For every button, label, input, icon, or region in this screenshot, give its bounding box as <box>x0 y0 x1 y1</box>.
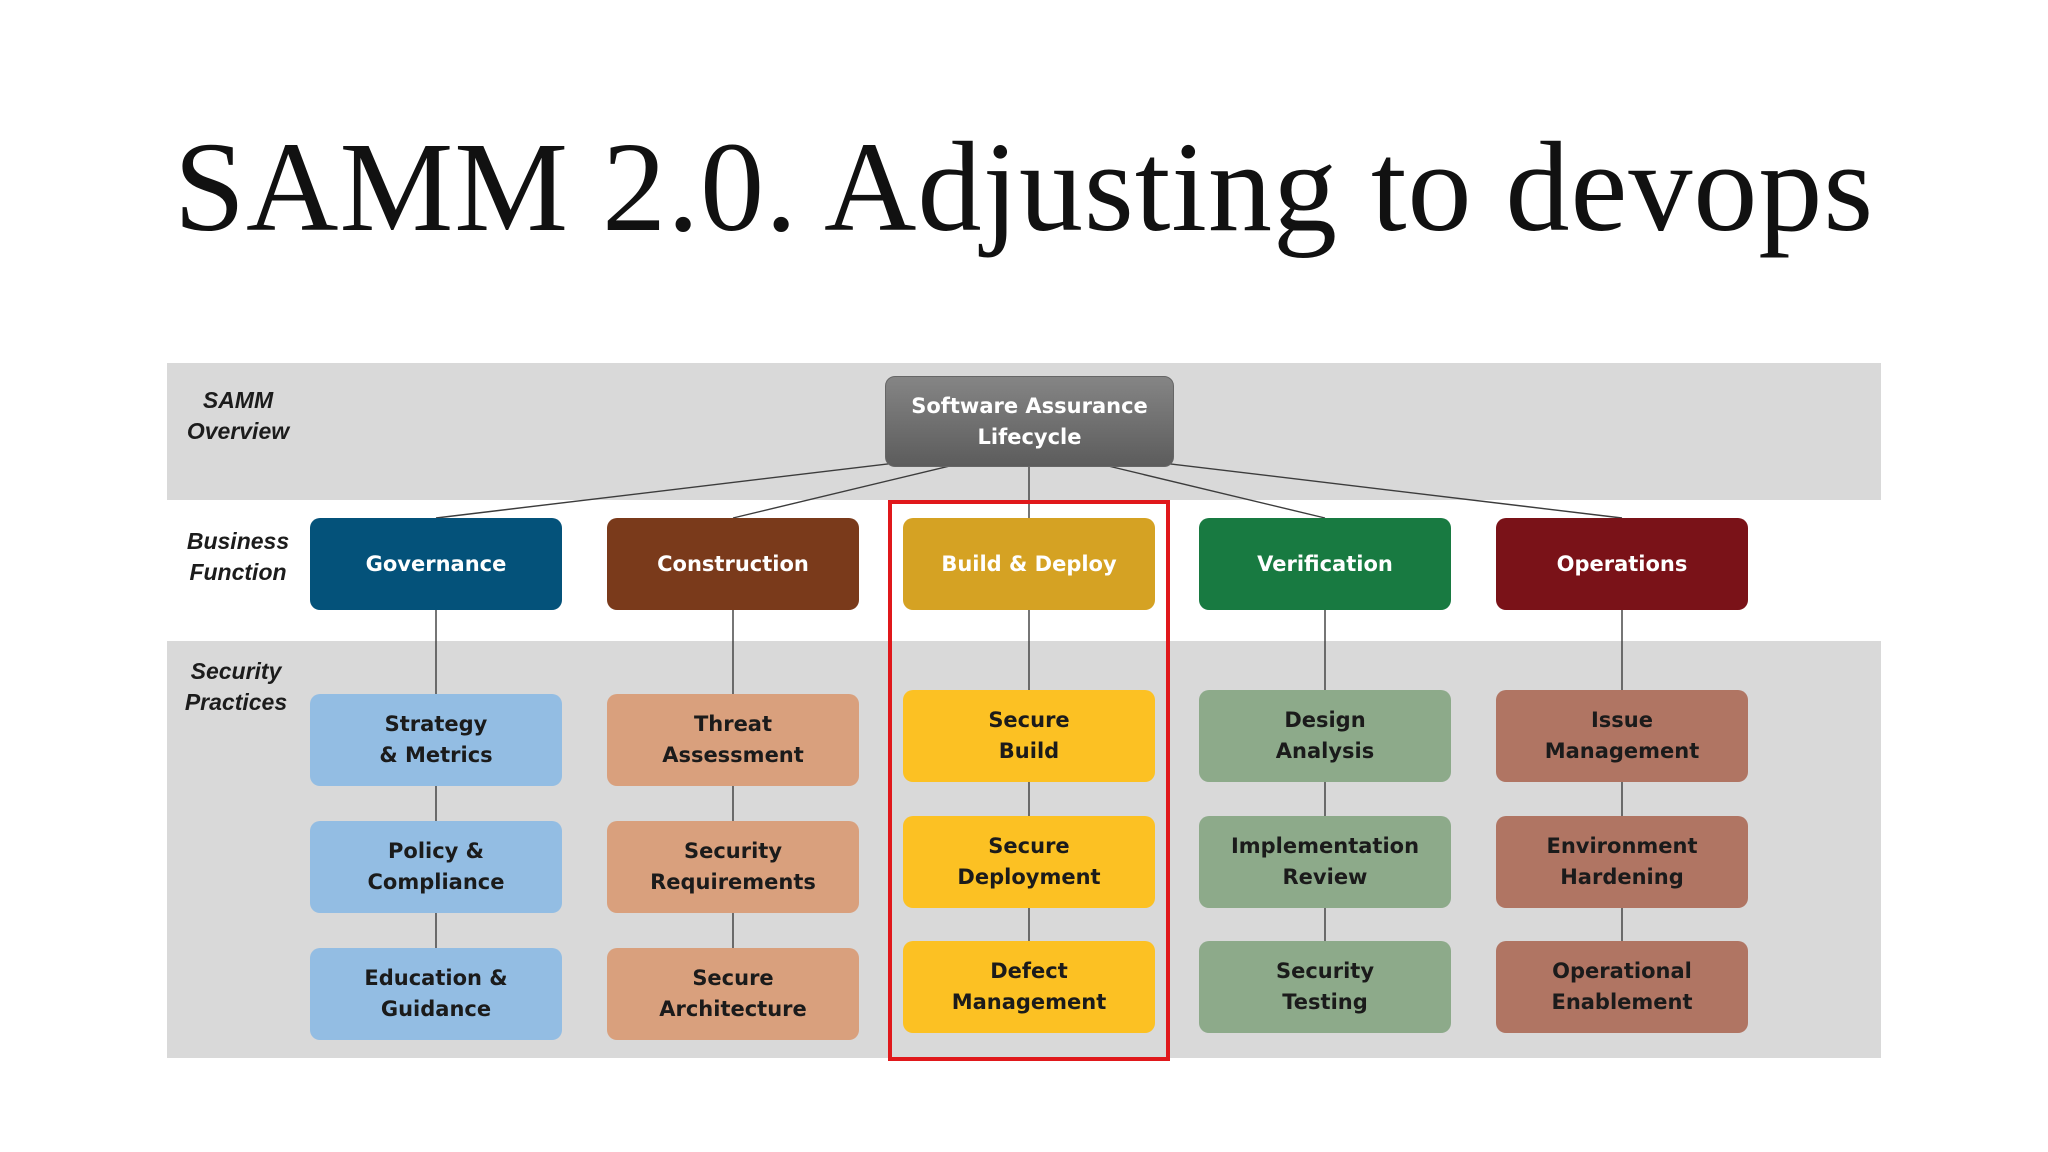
function-label: Verification <box>1257 552 1393 576</box>
build-deploy-highlight-frame <box>888 500 1170 1061</box>
root-node-line: Lifecycle <box>977 424 1082 449</box>
root-node-line: Software Assurance <box>911 393 1148 418</box>
root-node-text: Software Assurance Lifecycle <box>911 391 1148 453</box>
row-label-samm-overview: SAMM Overview <box>163 385 313 447</box>
practice-label-line: Education & <box>364 966 508 990</box>
practice-label-line: Management <box>1544 739 1700 763</box>
practice-label-line: Enablement <box>1551 990 1693 1014</box>
practice-label-line: Strategy <box>384 712 488 736</box>
row-label-line: SAMM <box>202 387 274 413</box>
row-label-business-function: Business Function <box>163 526 313 588</box>
row-label-line: Business <box>186 528 290 554</box>
practice-label-line: Deployment <box>957 865 1101 889</box>
practice-label-line: Security <box>683 839 783 863</box>
practice-label-line: Assessment <box>662 743 804 767</box>
practice-label-line: Testing <box>1282 990 1368 1014</box>
row-label-line: Overview <box>186 418 290 444</box>
practice-label-line: & Metrics <box>379 743 493 767</box>
practice-label-line: Requirements <box>650 870 816 894</box>
practice-text: Policy & Compliance <box>368 836 505 898</box>
practice-label-line: Analysis <box>1275 739 1375 763</box>
practice-box-policy-and-compliance: Policy & Compliance <box>310 821 562 913</box>
practice-label-line: Security <box>1275 959 1375 983</box>
row-label-line: Function <box>189 559 287 585</box>
function-box-governance: Governance <box>310 518 562 610</box>
practice-label-line: Threat <box>693 712 773 736</box>
practice-label-line: Compliance <box>367 870 505 894</box>
practice-box-strategy-and-metrics: Strategy & Metrics <box>310 694 562 786</box>
practice-label-line: Secure <box>988 708 1070 732</box>
practice-label-line: Architecture <box>659 997 807 1021</box>
practice-label-line: Secure <box>988 834 1070 858</box>
practice-label-line: Secure <box>692 966 774 990</box>
practice-label-line: Implementation <box>1230 834 1420 858</box>
practice-text: Education & Guidance <box>364 963 507 1025</box>
practice-text: Strategy & Metrics <box>379 709 492 771</box>
practice-label-line: Policy & <box>388 839 484 863</box>
practice-label-line: Review <box>1282 865 1368 889</box>
practice-label-line: Defect <box>990 959 1068 983</box>
slide-title: SAMM 2.0. Adjusting to devops <box>173 116 1875 258</box>
practice-label-line: Management <box>951 990 1107 1014</box>
practice-label-line: Design <box>1284 708 1366 732</box>
practice-label-line: Issue <box>1590 708 1653 732</box>
row-label-line: Security <box>190 658 282 684</box>
function-box-verification: Verification <box>1199 518 1451 610</box>
row-label-security-practices: Security Practices <box>161 656 311 718</box>
practice-label-line: Operational <box>1552 959 1692 983</box>
function-box-build-and-deploy: Build & Deploy <box>903 518 1155 610</box>
root-node-software-assurance-lifecycle: Software Assurance Lifecycle <box>885 376 1174 467</box>
practice-box-education-and-guidance: Education & Guidance <box>310 948 562 1040</box>
function-box-construction: Construction <box>607 518 859 610</box>
function-label: Construction <box>657 552 809 576</box>
function-label: Build & Deploy <box>941 552 1117 576</box>
practice-label-line: Build <box>998 739 1060 763</box>
row-label-line: Practices <box>184 689 288 715</box>
function-label: Governance <box>365 552 507 576</box>
practice-label-line: Hardening <box>1560 865 1684 889</box>
practice-label-line: Guidance <box>380 997 492 1021</box>
practice-label-line: Environment <box>1546 834 1698 858</box>
function-box-operations: Operations <box>1496 518 1748 610</box>
function-label: Operations <box>1556 552 1688 576</box>
